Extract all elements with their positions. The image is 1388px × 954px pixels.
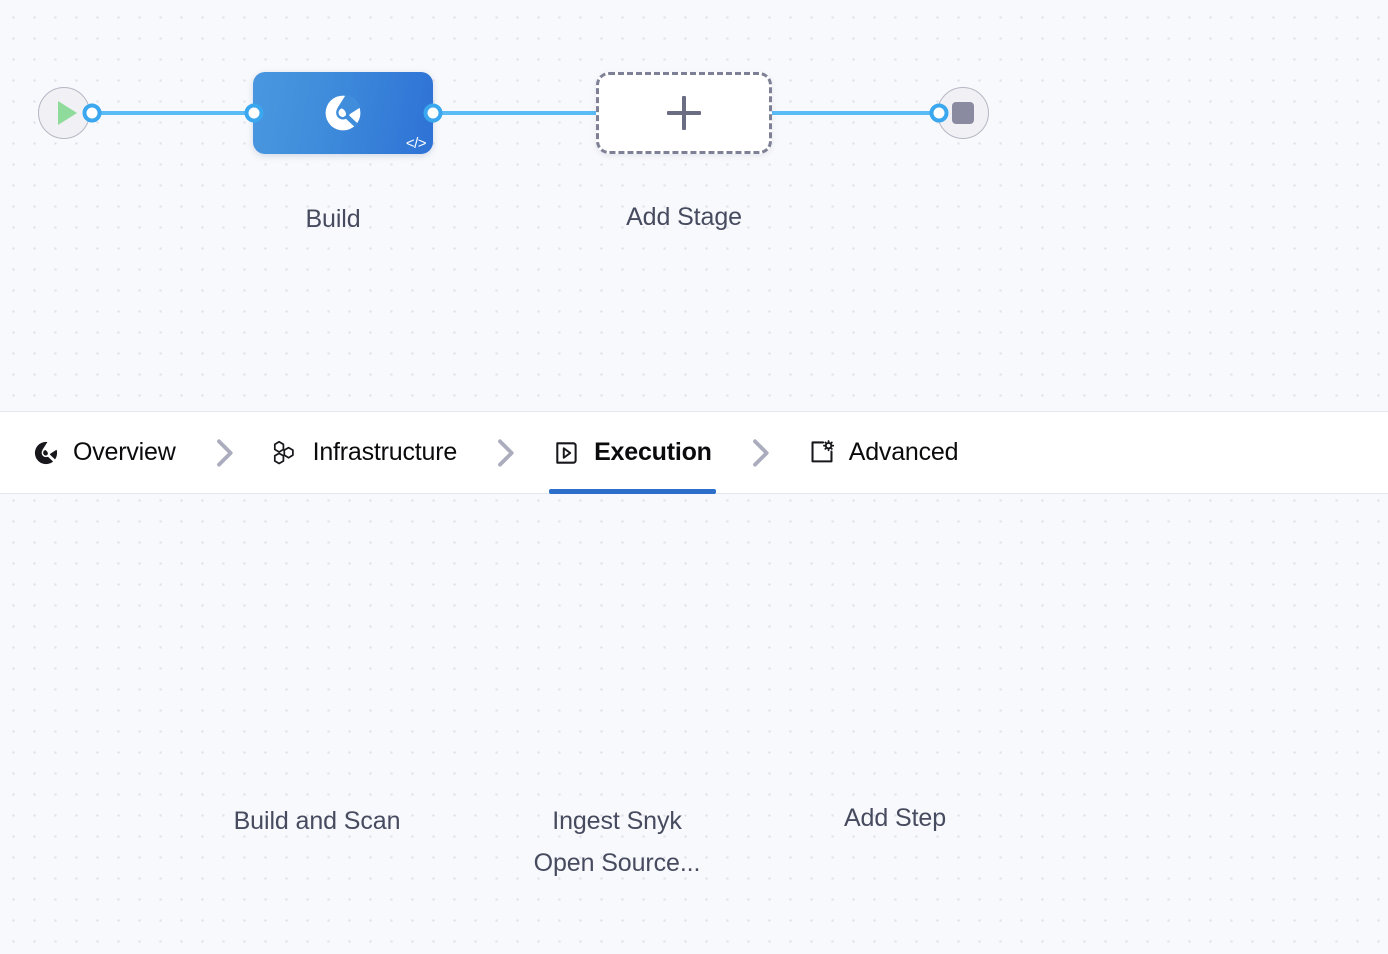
tab-overview[interactable]: Overview (30, 411, 178, 494)
gear-frame-icon (811, 439, 834, 462)
tab-label-infrastructure: Infrastructure (312, 438, 458, 466)
port-stages-start-out[interactable] (82, 103, 102, 123)
play-icon (57, 101, 77, 125)
tab-label-execution: Execution (594, 438, 712, 466)
stages-canvas[interactable]: </> Build Add Stage (0, 0, 1388, 411)
chevron-right-icon (216, 438, 233, 467)
hexagon-cluster-icon (273, 440, 294, 464)
chevron-right-icon (498, 438, 514, 467)
rail-addstage-to-end (765, 111, 940, 115)
plus-icon (667, 96, 701, 130)
execution-canvas[interactable]: </> </> (0, 494, 1388, 954)
stage-config-tabbar[interactable]: Overview Infrastructure Execution (0, 411, 1388, 494)
build-stage-icon (325, 94, 361, 131)
port-stages-end-in[interactable] (929, 103, 949, 123)
port-build-in[interactable] (244, 103, 264, 123)
port-build-out[interactable] (423, 103, 443, 123)
tab-execution[interactable]: Execution (549, 411, 716, 494)
step-caption-ingest-snyk: Ingest Snyk Open Source... (533, 807, 701, 877)
step-caption-build-and-scan: Build and Scan (233, 807, 401, 835)
tab-label-overview: Overview (73, 438, 176, 466)
pie-build-icon (34, 440, 58, 464)
add-stage-button[interactable] (596, 72, 772, 154)
stage-node-build[interactable]: </> (253, 72, 433, 154)
tab-advanced[interactable]: Advanced (806, 411, 961, 494)
stage-caption-build: Build (305, 205, 361, 233)
rail-build-to-addstage (433, 111, 603, 115)
tab-label-advanced: Advanced (848, 438, 959, 466)
chevron-right-icon (752, 438, 769, 467)
stage-caption-add-stage: Add Stage (626, 203, 742, 231)
code-badge: </> (405, 135, 427, 152)
rail-start-to-build (92, 111, 257, 115)
tab-infrastructure[interactable]: Infrastructure (270, 411, 459, 494)
stop-square-icon (952, 102, 974, 124)
step-caption-add-step: Add Step (843, 804, 947, 832)
play-in-frame-icon (556, 441, 577, 464)
